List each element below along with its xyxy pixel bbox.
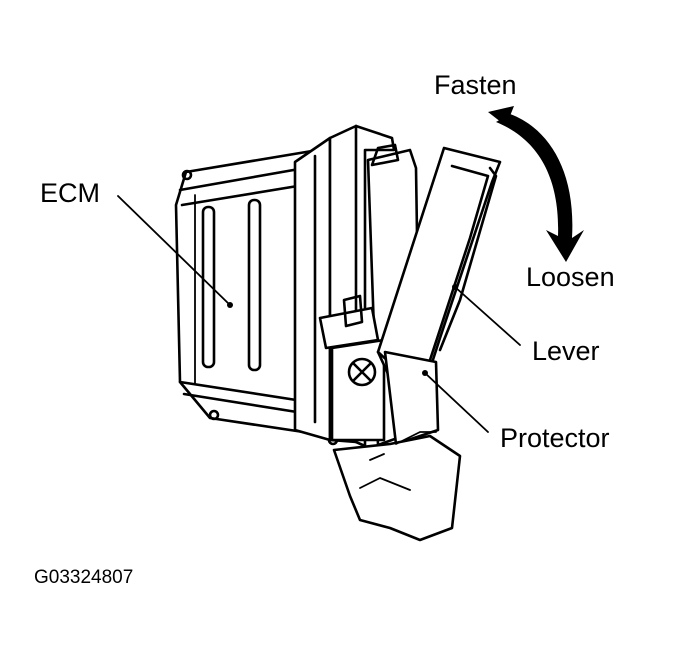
lever-label: Lever xyxy=(532,336,600,366)
protector-label: Protector xyxy=(500,423,610,453)
figure-code: G03324807 xyxy=(34,567,134,588)
fasten-label: Fasten xyxy=(434,70,517,100)
ecm-label: ECM xyxy=(40,178,100,208)
fasten-loosen-arrow xyxy=(488,106,584,262)
ecm-housing xyxy=(174,146,339,446)
loosen-label: Loosen xyxy=(526,262,615,292)
leader-lines xyxy=(117,195,521,433)
